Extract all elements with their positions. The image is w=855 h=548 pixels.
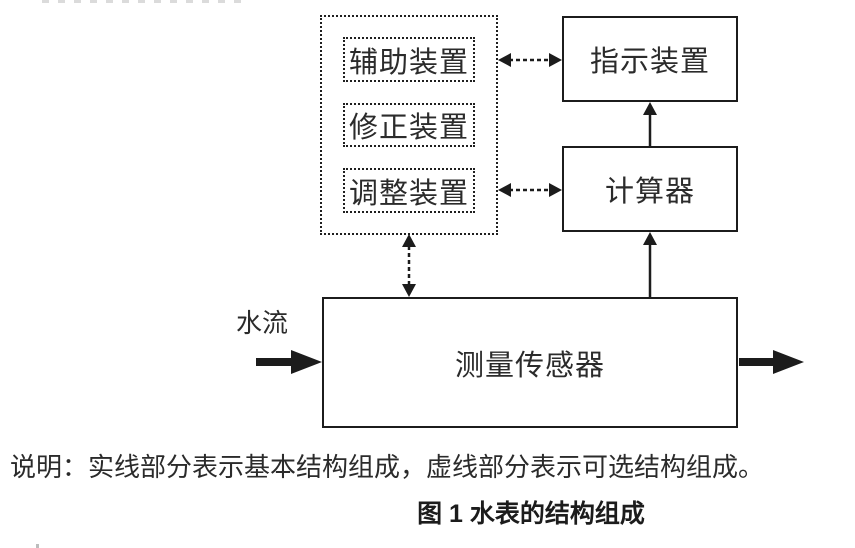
calculator-box: 计算器: [562, 146, 738, 232]
flow-in-arrow-icon: [256, 350, 322, 374]
correction-device-box: 修正装置: [343, 103, 475, 147]
correction-device-label: 修正装置: [348, 112, 469, 144]
dashed-double-arrow-group-sensor-icon: [402, 234, 416, 297]
indicator-device-box: 指示装置: [562, 16, 738, 102]
auxiliary-device-box: 辅助装置: [343, 37, 475, 82]
indicator-device-label: 指示装置: [589, 46, 710, 78]
measurement-sensor-box: 测量传感器: [322, 297, 738, 428]
calculator-label: 计算器: [604, 176, 695, 208]
cropped-text-remnant: [42, 0, 242, 3]
solid-up-arrow-calculator-indicator-icon: [643, 102, 657, 146]
flow-out-arrow-icon: [739, 350, 804, 374]
figure-title: 图 1 水表的结构组成: [417, 500, 645, 528]
adjustment-device-box: 调整装置: [343, 168, 475, 213]
legend-note-text: 说明：实线部分表示基本结构组成，虚线部分表示可选结构组成。: [10, 452, 765, 482]
water-flow-label: 水流: [236, 308, 289, 338]
cropped-bottom-mark: [36, 544, 39, 548]
measurement-sensor-label: 测量传感器: [454, 349, 605, 382]
dashed-double-arrow-adjust-calculator-icon: [498, 183, 562, 197]
dashed-double-arrow-aux-indicator-icon: [498, 53, 562, 67]
auxiliary-device-label: 辅助装置: [348, 46, 469, 79]
adjustment-device-label: 调整装置: [348, 177, 469, 210]
solid-up-arrow-sensor-calculator-icon: [643, 232, 657, 297]
